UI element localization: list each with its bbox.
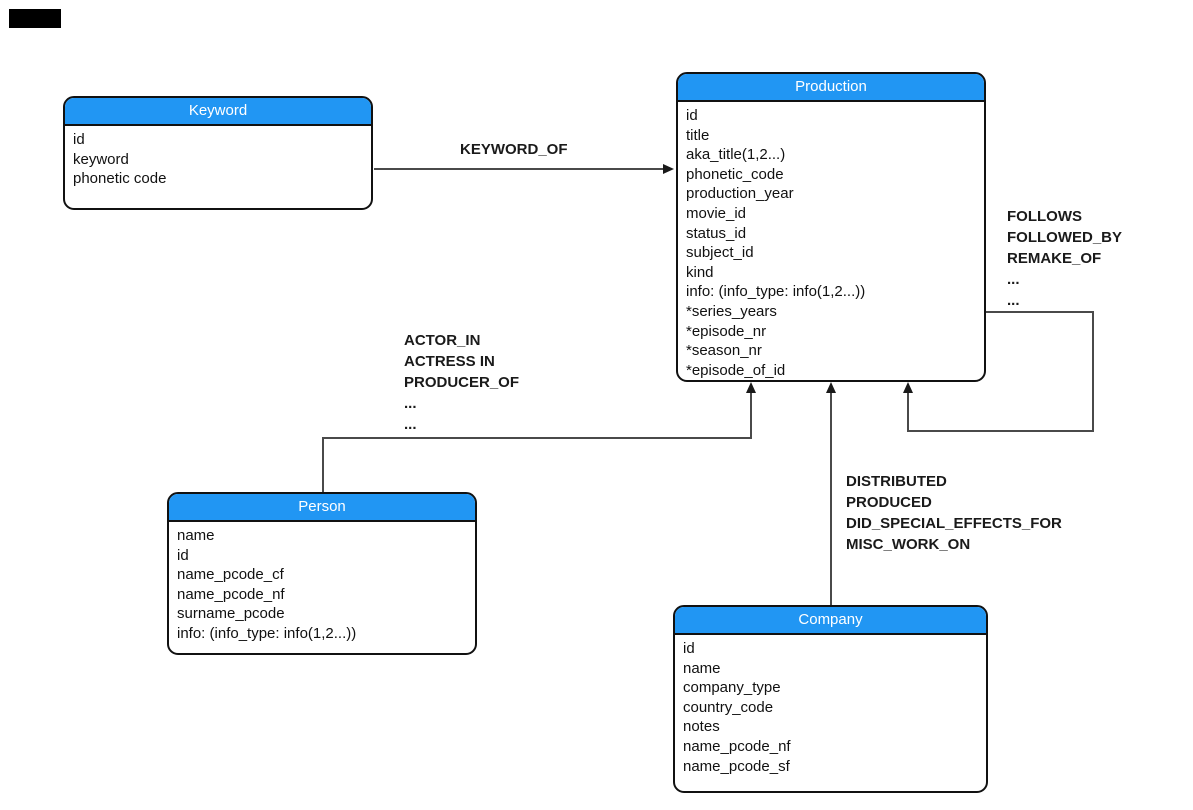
attribute-row: name (683, 659, 721, 677)
relationship-label: REMAKE_OF (1007, 250, 1102, 267)
connector-production-self-v1 (1092, 311, 1094, 432)
attribute-row: info: (info_type: info(1,2...)) (686, 283, 866, 301)
connector-production-self-v2 (907, 390, 909, 432)
attribute-row: *season_nr (686, 342, 762, 360)
relationship-label: ... (1007, 271, 1020, 288)
arrowhead-up-icon (746, 382, 756, 393)
entity-person-attributes: name id name_pcode_cf name_pcode_nf surn… (169, 522, 475, 644)
attribute-row: phonetic code (73, 170, 167, 188)
connector-person-production-h (322, 437, 752, 439)
arrowhead-right-icon (663, 164, 674, 174)
attribute-row: name (177, 527, 215, 544)
relationship-label: PRODUCER_OF (404, 374, 520, 391)
attribute-row: info: (info_type: info(1,2...)) (177, 624, 357, 642)
entity-company: Company id name company_type country_cod… (673, 605, 988, 793)
relationship-label: ACTRESS IN (404, 353, 495, 370)
relationship-label: MISC_WORK_ON (846, 536, 971, 553)
attribute-row: title (686, 126, 710, 144)
connector-person-production-v2 (750, 390, 752, 439)
relationship-label: ... (1007, 292, 1020, 309)
entity-production: Production id title aka_title(1,2...) ph… (676, 72, 986, 382)
entity-company-title: Company (675, 607, 986, 635)
attribute-row: name_pcode_sf (683, 757, 790, 775)
attribute-row: id (177, 546, 189, 564)
attribute-row: kind (686, 263, 714, 281)
connector-person-production-v1 (322, 437, 324, 492)
arrowhead-up-icon (903, 382, 913, 393)
entity-person: Person name id name_pcode_cf name_pcode_… (167, 492, 477, 655)
relationship-label: FOLLOWED_BY (1007, 229, 1122, 246)
attribute-row: subject_id (686, 244, 754, 262)
attribute-row: aka_title(1,2...) (686, 146, 786, 164)
attribute-row: id (683, 640, 695, 657)
connector-production-self-h2 (907, 430, 1094, 432)
entity-keyword-attributes: id keyword phonetic code (65, 126, 371, 189)
relationship-label: ACTOR_IN (404, 332, 481, 349)
attribute-row: name_pcode_cf (177, 566, 284, 584)
attribute-row: *episode_nr (686, 322, 767, 340)
attribute-row: *episode_of_id (686, 361, 786, 379)
arrowhead-up-icon (826, 382, 836, 393)
relationship-label-keyword-of: KEYWORD_OF (460, 141, 568, 158)
relationship-label: ... (404, 395, 417, 412)
attribute-row: name_pcode_nf (177, 585, 285, 603)
relationship-label: FOLLOWS (1007, 208, 1082, 225)
relationship-label: PRODUCED (846, 494, 932, 511)
entity-keyword: Keyword id keyword phonetic code (63, 96, 373, 210)
relationship-label: DISTRIBUTED (846, 473, 947, 490)
entity-person-title: Person (169, 494, 475, 522)
entity-production-title: Production (678, 74, 984, 102)
attribute-row: *series_years (686, 302, 777, 320)
entity-keyword-title: Keyword (65, 98, 371, 126)
attribute-row: status_id (686, 224, 747, 242)
attribute-row: movie_id (686, 204, 747, 222)
attribute-row: company_type (683, 679, 781, 697)
attribute-row: phonetic_code (686, 165, 784, 183)
connector-production-self-h1 (986, 311, 1093, 313)
relationship-label: DID_SPECIAL_EFFECTS_FOR (846, 515, 1062, 532)
attribute-row: notes (683, 718, 720, 736)
attribute-row: country_code (683, 698, 774, 716)
attribute-row: id (73, 131, 85, 148)
attribute-row: production_year (686, 185, 794, 203)
relationship-label: ... (404, 416, 417, 433)
entity-company-attributes: id name company_type country_code notes … (675, 635, 986, 776)
screenshot-artifact-bar (9, 9, 61, 28)
attribute-row: name_pcode_nf (683, 737, 791, 755)
attribute-row: keyword (73, 150, 129, 168)
attribute-row: id (686, 107, 698, 124)
connector-company-production (830, 390, 832, 605)
connector-keyword-production (374, 168, 666, 170)
attribute-row: surname_pcode (177, 605, 285, 623)
entity-production-attributes: id title aka_title(1,2...) phonetic_code… (678, 102, 984, 380)
